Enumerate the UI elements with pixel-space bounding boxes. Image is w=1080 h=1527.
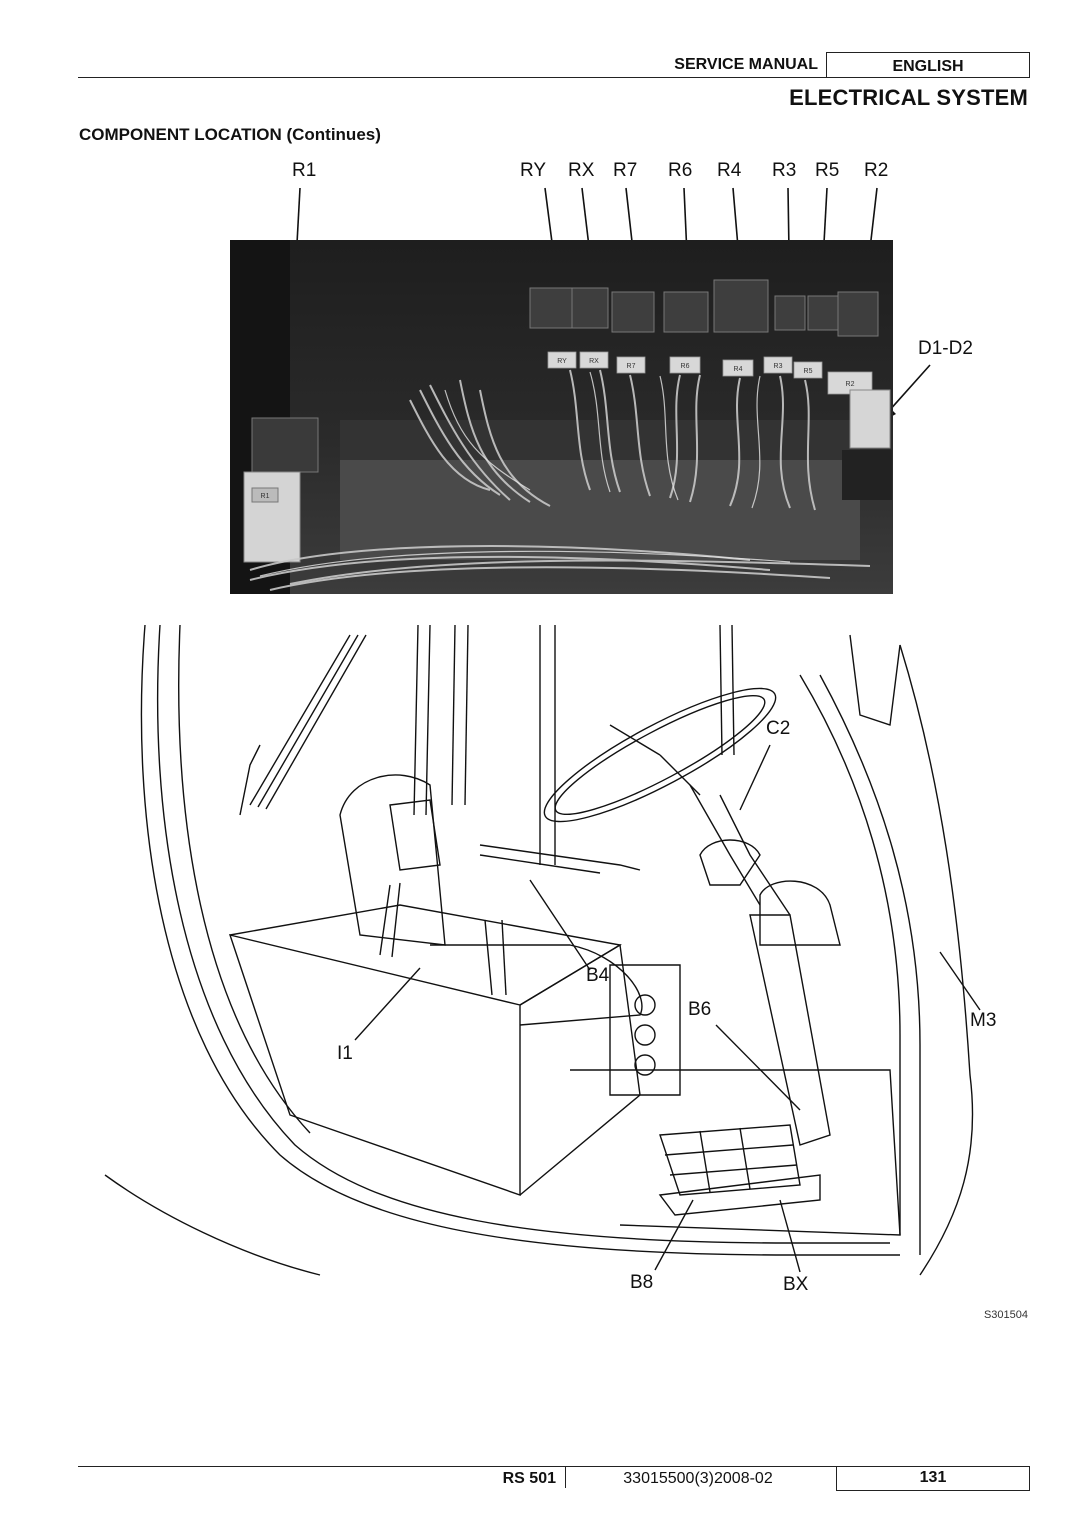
relay-tag-r1: R1	[261, 493, 270, 500]
relay-tag-r5: R5	[804, 368, 813, 375]
label-bx: BX	[783, 1274, 809, 1295]
footer-page-number: 131	[836, 1466, 1030, 1491]
footer-doc-number: 33015500(3)2008-02	[623, 1470, 773, 1487]
operator-cab-drawing	[104, 624, 974, 1276]
relay-tag-r2: R2	[846, 381, 855, 388]
label-d1-d2: D1-D2	[918, 338, 973, 359]
label-b6: B6	[688, 999, 712, 1020]
label-r5: R5	[815, 160, 840, 181]
header-language-box: ENGLISH	[826, 52, 1030, 78]
label-r6: R6	[668, 160, 693, 181]
label-r4: R4	[717, 160, 742, 181]
label-ry: RY	[520, 160, 547, 181]
subsection-title: COMPONENT LOCATION (Continues)	[79, 125, 381, 144]
label-r2: R2	[864, 160, 889, 181]
label-i1: I1	[337, 1043, 353, 1064]
relay-tag-ry: RY	[557, 358, 567, 365]
label-b8: B8	[630, 1272, 654, 1293]
label-r1: R1	[292, 160, 317, 181]
drawing-leader-lines	[354, 744, 981, 1273]
footer-model: RS 501	[502, 1470, 556, 1487]
figure-code: S301504	[983, 1309, 1028, 1321]
label-b4: B4	[586, 965, 610, 986]
relay-panel-photo: RY RX R7 R6 R4 R3 R5 R2 R1	[230, 240, 893, 594]
relay-tag-r6: R6	[681, 363, 690, 370]
header-rule	[78, 77, 1030, 78]
section-title: ELECTRICAL SYSTEM	[789, 85, 1028, 110]
footer-separator	[565, 1466, 566, 1488]
label-r3: R3	[772, 160, 797, 181]
header-manual-label: SERVICE MANUAL	[674, 56, 818, 73]
relay-tag-r7: R7	[627, 363, 636, 370]
label-c2: C2	[766, 718, 791, 739]
label-r7: R7	[613, 160, 638, 181]
label-rx: RX	[568, 160, 595, 181]
footer-rule	[78, 1466, 1030, 1467]
label-m3: M3	[970, 1010, 997, 1031]
relay-tag-rx: RX	[589, 358, 599, 365]
relay-tag-r3: R3	[774, 363, 783, 370]
relay-tag-r4: R4	[734, 366, 743, 373]
